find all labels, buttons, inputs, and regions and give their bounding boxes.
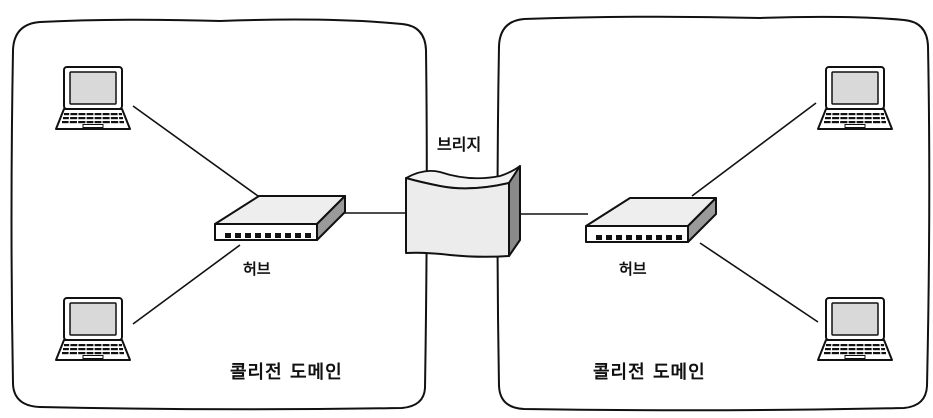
collision-domain-right-frame [496, 15, 931, 412]
hub-icon [585, 197, 717, 243]
laptop-icon [55, 297, 131, 361]
hub-left-label: 허브 [243, 260, 271, 278]
link-laptop-bl-hub-left [132, 244, 241, 325]
link-hub-right-laptop-br [699, 242, 819, 323]
link-hub-right-laptop-tr [691, 102, 817, 197]
link-laptop-tl-hub-left [132, 105, 259, 197]
bridge-icon [405, 165, 521, 258]
laptop-icon [817, 297, 893, 361]
bridge-label: 브리지 [437, 135, 482, 154]
collision-domain-left-label: 콜리전 도메인 [230, 362, 343, 383]
hub-icon [214, 195, 346, 241]
connections [132, 102, 819, 325]
hub-right-label: 허브 [619, 260, 647, 278]
collision-domain-left-frame [10, 18, 428, 411]
laptop-icon [55, 66, 131, 130]
collision-domain-right-label: 콜리전 도메인 [593, 362, 706, 383]
laptop-icon [817, 66, 893, 130]
